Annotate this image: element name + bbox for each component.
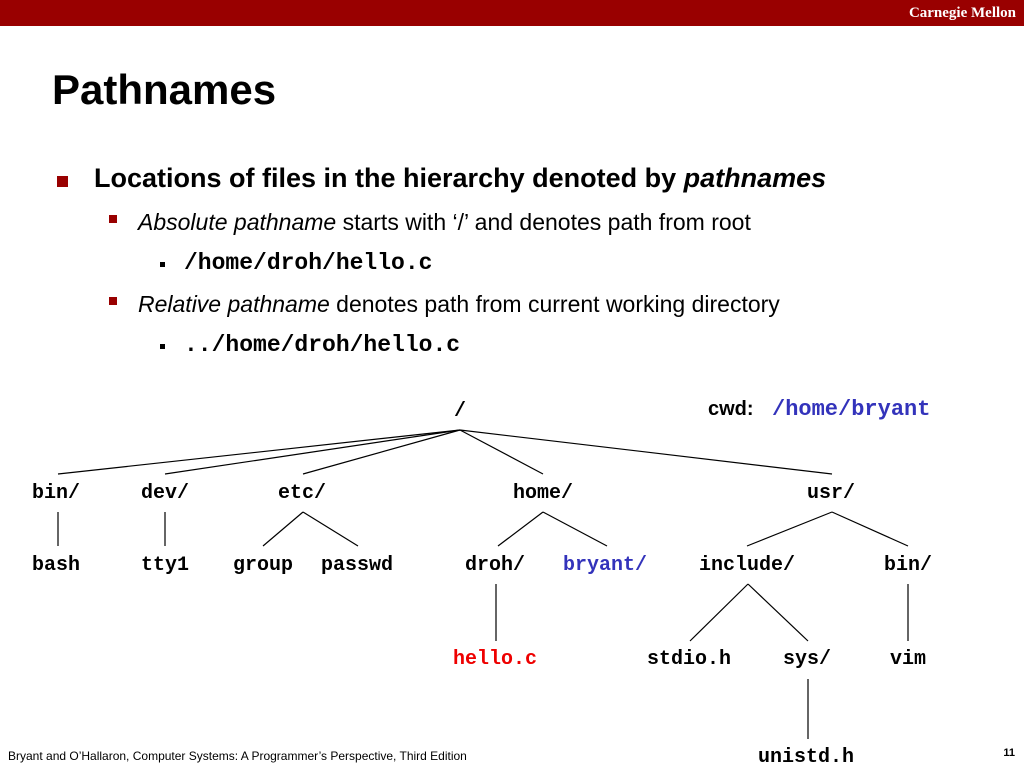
node-droh: droh/	[464, 554, 526, 577]
node-etc: etc/	[277, 482, 327, 505]
node-include: include/	[698, 554, 796, 577]
node-passwd: passwd	[320, 554, 394, 577]
edge-root-bin	[57, 429, 461, 475]
relative-example: ../home/droh/hello.c	[184, 332, 461, 358]
bullet-absolute-emphasis: Absolute pathname	[138, 209, 337, 235]
node-root: /	[453, 400, 467, 423]
small-bullet-icon	[160, 262, 165, 267]
edge-include-sys	[747, 583, 809, 642]
edge-root-dev	[164, 429, 461, 475]
small-bullet-icon	[160, 344, 165, 349]
node-dev: dev/	[140, 482, 190, 505]
edge-etc-group	[262, 511, 304, 547]
footer-citation: Bryant and O’Hallaron, Computer Systems:…	[8, 749, 467, 763]
bullet-main-text: Locations of files in the hierarchy deno…	[94, 163, 684, 193]
absolute-example: /home/droh/hello.c	[184, 250, 433, 276]
square-bullet-icon	[57, 176, 68, 187]
edge-root-etc	[302, 429, 461, 475]
header-bar: Carnegie Mellon	[0, 0, 1024, 26]
edge-home-droh	[497, 511, 544, 547]
bullet-relative-text: denotes path from current working direct…	[329, 291, 780, 317]
bullet-main: Locations of files in the hierarchy deno…	[94, 163, 826, 194]
bullet-main-emphasis: pathnames	[683, 163, 827, 193]
edge-home-bryant	[542, 511, 608, 547]
cwd-label: cwd:	[708, 398, 754, 420]
edge-root-usr	[459, 429, 833, 475]
node-sys: sys/	[782, 648, 832, 671]
edge-etc-passwd	[302, 511, 359, 547]
node-home: home/	[512, 482, 574, 505]
node-vim: vim	[889, 648, 927, 671]
node-bryant: bryant/	[562, 554, 648, 577]
cwd-value: /home/bryant	[772, 397, 931, 422]
node-usr-bin: bin/	[883, 554, 933, 577]
node-hello-c: hello.c	[452, 648, 538, 671]
bullet-relative: Relative pathname denotes path from curr…	[138, 291, 780, 318]
edge-usr-bin	[831, 511, 909, 547]
page-number: 11	[1003, 747, 1015, 759]
square-bullet-icon	[109, 297, 117, 305]
node-stdio-h: stdio.h	[646, 648, 732, 671]
edge-usr-include	[746, 511, 833, 547]
node-group: group	[232, 554, 294, 577]
node-bin: bin/	[31, 482, 81, 505]
brand-name: Carnegie Mellon	[908, 5, 1016, 21]
node-usr: usr/	[806, 482, 856, 505]
edge-include-stdio	[689, 583, 749, 642]
slide-title: Pathnames	[52, 66, 277, 113]
node-bash: bash	[31, 554, 81, 577]
edge-root-home	[459, 429, 544, 475]
node-tty1: tty1	[140, 554, 190, 577]
node-unistd-h: unistd.h	[757, 746, 855, 769]
square-bullet-icon	[109, 215, 117, 223]
bullet-relative-emphasis: Relative pathname	[138, 291, 330, 317]
bullet-absolute-text: starts with ‘/’ and denotes path from ro…	[336, 209, 751, 235]
bullet-absolute: Absolute pathname starts with ‘/’ and de…	[138, 209, 751, 236]
